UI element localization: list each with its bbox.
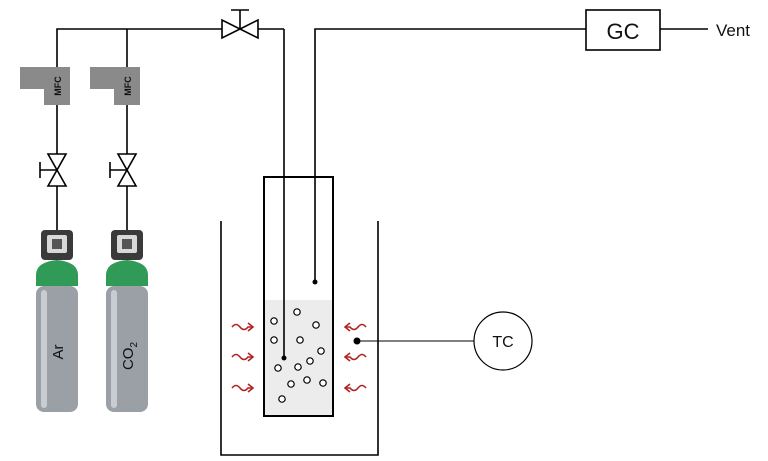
cylinder-co2-label: CO2 [120,342,140,371]
inlet-tube-end [281,355,287,361]
bubble-icon [296,336,304,344]
cylinder-ar-label: Ar [50,344,67,359]
mfc-ar-label: MFC [53,76,63,96]
heat-arrow-icon [343,322,367,332]
bubble-icon [317,347,325,355]
gas-supply-piping [56,28,708,358]
bubble-icon [278,395,286,403]
gc-unit: GC [585,9,661,51]
mfc-co2-icon[interactable]: MFC [90,67,140,105]
bubbles [270,308,327,403]
gc-label: GC [607,19,640,44]
bubble-icon [293,308,301,316]
bubble-icon [287,380,295,388]
vent-label: Vent [716,21,750,40]
outlet-tube-end [312,279,318,285]
bubble-icon [270,336,278,344]
heating-bath [220,221,379,456]
heat-arrow-icon [231,383,255,393]
tc-label: TC [492,334,513,351]
thermocouple: TC [353,311,533,371]
bubble-icon [319,379,327,387]
co2-valve-icon[interactable] [109,153,138,187]
heat-arrow-icon [231,322,255,332]
mfc-ar-icon[interactable]: MFC [20,67,70,105]
bubble-icon [274,364,282,372]
heat-arrow-icon [343,352,367,362]
bubble-icon [306,357,314,365]
gas-cylinder-co2-icon: CO2 [106,230,148,412]
bubble-icon [303,376,311,384]
main-valve-icon[interactable] [221,9,259,40]
bubble-icon [270,317,278,325]
bubble-icon [294,363,302,371]
gas-cylinder-ar-icon: Ar [36,230,78,412]
heat-arrow-icon [231,352,255,362]
heat-arrow-icon [343,383,367,393]
mfc-co2-label: MFC [123,76,133,96]
bubble-icon [312,321,320,329]
ar-valve-icon[interactable] [39,153,68,187]
heat-arrows [231,322,367,393]
